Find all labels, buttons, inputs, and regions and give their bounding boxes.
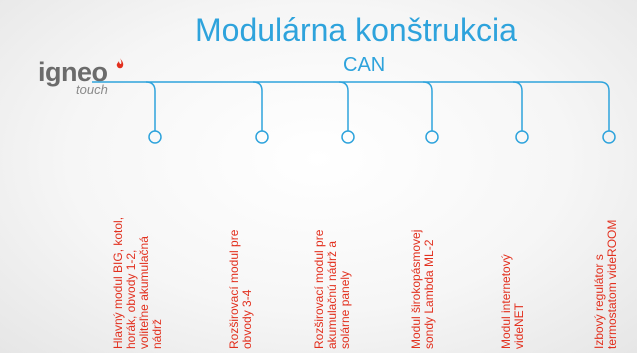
- connector-node: [425, 130, 439, 144]
- connector-node: [602, 130, 616, 144]
- connector-line: [599, 81, 610, 131]
- connector-line: [252, 81, 263, 131]
- module-label: Hlavný modul BIG, kotol, horák, obvody 1…: [111, 216, 164, 349]
- connector-line: [512, 81, 523, 131]
- diagram-title: Modulárna konštrukcia: [195, 12, 517, 48]
- module-label: Rozširovací modul pre obvody 3-4: [227, 229, 254, 349]
- module-label: Modul širokopásmovej sondy Lambda ML-2: [409, 229, 436, 349]
- module-label: Rozširovací modul pre akumulačnú nádrž a…: [312, 229, 352, 349]
- module-label: Modul internetový videNET: [499, 254, 526, 349]
- connector-line: [338, 81, 349, 131]
- connector-node: [255, 130, 269, 144]
- module-label: Izbový regulátor s termostatom videROOM: [592, 219, 619, 349]
- connector-line: [145, 81, 156, 131]
- connector-node: [515, 130, 529, 144]
- can-bus-label: CAN: [343, 54, 386, 76]
- connectors: [145, 81, 616, 144]
- connector-node: [148, 130, 162, 144]
- connector-line: [422, 81, 433, 131]
- igneo-touch-logo: igneo touch: [38, 57, 128, 99]
- logo-subtitle: touch: [76, 82, 108, 97]
- flame-icon: [116, 58, 124, 69]
- connector-node: [341, 130, 355, 144]
